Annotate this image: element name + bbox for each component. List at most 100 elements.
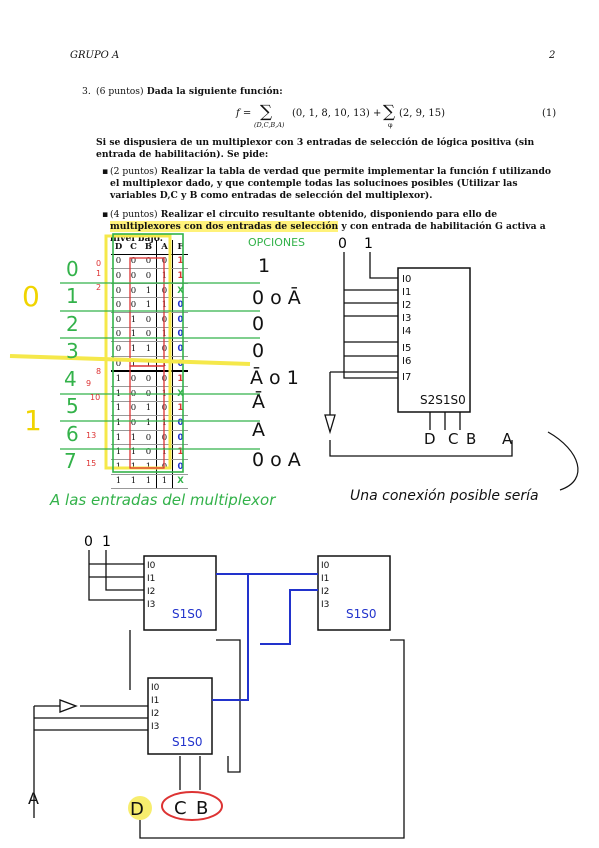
table-cell: 0 (141, 371, 157, 387)
table-cell: 1 (172, 401, 188, 417)
svg-text:S2S1S0: S2S1S0 (420, 393, 466, 407)
table-cell: 1 (172, 371, 188, 387)
svg-text:I0: I0 (402, 274, 411, 285)
svg-text:I4: I4 (402, 326, 411, 337)
svg-text:15: 15 (86, 459, 96, 468)
svg-text:1: 1 (102, 534, 111, 550)
sum2-terms: (2, 9, 15) (399, 108, 445, 119)
col-header-c: C (126, 240, 141, 255)
sum1-terms: (0, 1, 8, 10, 13) (292, 108, 370, 119)
svg-text:I3: I3 (147, 600, 155, 610)
header-group: GRUPO A (70, 50, 120, 61)
exercise-title: Dada la siguiente función: (146, 86, 283, 97)
item-2: ▪ (4 puntos) Realizar el circuito result… (102, 209, 560, 245)
table-cell: 1 (111, 474, 126, 490)
sum1-subscript: (D,C,B,A) (254, 121, 285, 129)
col-header-f: F (172, 240, 188, 255)
equation-number: (1) (542, 108, 557, 119)
svg-text:I1: I1 (321, 574, 329, 584)
svg-text:I5: I5 (402, 343, 411, 354)
option-3: 0 (252, 340, 264, 362)
option-4: Ā o 1 (250, 365, 299, 389)
options-header: OPCIONES (248, 236, 305, 249)
group-label-4: 4 (64, 367, 77, 391)
table-cell: 1 (156, 474, 173, 490)
mux8: I0 I1 I2 I3 I4 I5 I6 I7 S2S1S0 0 1 D C (324, 236, 579, 504)
group-label-1: 1 (66, 284, 79, 308)
option-5: Ā (252, 389, 265, 413)
svg-text:I3: I3 (321, 600, 329, 610)
exercise-points: (6 puntos) (96, 86, 144, 97)
table-cell: 0 (111, 297, 126, 313)
d-value-0: 0 (22, 280, 40, 313)
table-cell: 1 (141, 415, 157, 431)
svg-text:I0: I0 (147, 561, 156, 571)
option-1: 0 o Ā (252, 285, 301, 309)
group-label-6: 6 (66, 422, 79, 446)
green-box (112, 233, 184, 473)
table-cell: 1 (141, 297, 157, 313)
bullet-1: ▪ (102, 166, 109, 177)
yellow-divider (9, 354, 251, 366)
table-cell: 1 (111, 430, 126, 446)
table-cell: 0 (172, 312, 188, 328)
table-cell: 1 (141, 341, 157, 357)
svg-text:D: D (424, 430, 436, 448)
svg-text:2: 2 (96, 283, 101, 292)
svg-text:0: 0 (96, 259, 101, 268)
item-2-points: (4 puntos) (110, 209, 158, 220)
minterm-labels: 0 1 2 8 9 10 13 15 (86, 259, 101, 468)
option-6: A (252, 419, 265, 441)
table-cell: 1 (172, 254, 188, 270)
sum2-subscript: φ (388, 121, 393, 129)
table-cell: X (172, 474, 188, 490)
table-cell: 1 (111, 415, 126, 431)
exercise-paragraph: Si se dispusiera de un multiplexor con 3… (96, 137, 535, 160)
sum-symbol-1: ∑ (260, 102, 273, 122)
group-label-0: 0 (66, 257, 79, 281)
table-cell: 1 (111, 371, 126, 387)
svg-text:A: A (502, 430, 513, 448)
svg-text:10: 10 (90, 393, 100, 402)
exercise-number: 3. (82, 86, 91, 97)
table-cell: 0 (172, 430, 188, 446)
svg-text:I1: I1 (151, 696, 159, 706)
svg-text:1: 1 (364, 236, 373, 252)
group-label-5: 5 (66, 394, 79, 418)
table-cell: 0 (172, 415, 188, 431)
header-page-number: 2 (549, 50, 556, 61)
svg-text:S1S0: S1S0 (346, 607, 377, 621)
svg-text:D: D (130, 799, 144, 820)
sum-symbol-2: ∑ (383, 102, 396, 122)
table-cell: 1 (141, 401, 157, 417)
svg-text:8: 8 (96, 367, 101, 376)
table-cell: 1 (141, 283, 157, 299)
table-cell: 0 (111, 312, 126, 328)
svg-text:I0: I0 (151, 683, 160, 693)
svg-text:1: 1 (96, 269, 101, 278)
d-value-1: 1 (24, 404, 42, 437)
svg-text:I2: I2 (147, 587, 155, 597)
note-possible-connection: Una conexión posible sería (350, 488, 539, 504)
item-2-text-after: y con entrada de habilitación G activa a… (110, 221, 546, 244)
col-header-a: A (156, 240, 173, 255)
truth-table-header: D C B A F (111, 240, 188, 255)
svg-text:13: 13 (86, 431, 96, 440)
svg-text:9: 9 (86, 379, 91, 388)
svg-text:I1: I1 (147, 574, 155, 584)
svg-text:B: B (466, 430, 476, 448)
table-cell: 0 (141, 430, 157, 446)
item-1-points: (2 puntos) (110, 166, 158, 177)
svg-text:I0: I0 (321, 561, 330, 571)
option-2: 0 (252, 313, 264, 335)
table-cell: 0 (172, 297, 188, 313)
col-header-d: D (111, 240, 126, 255)
table-cell: 1 (111, 401, 126, 417)
item-2-highlight: multiplexores con dos entradas de selecc… (110, 221, 339, 232)
svg-text:I3: I3 (402, 313, 411, 324)
